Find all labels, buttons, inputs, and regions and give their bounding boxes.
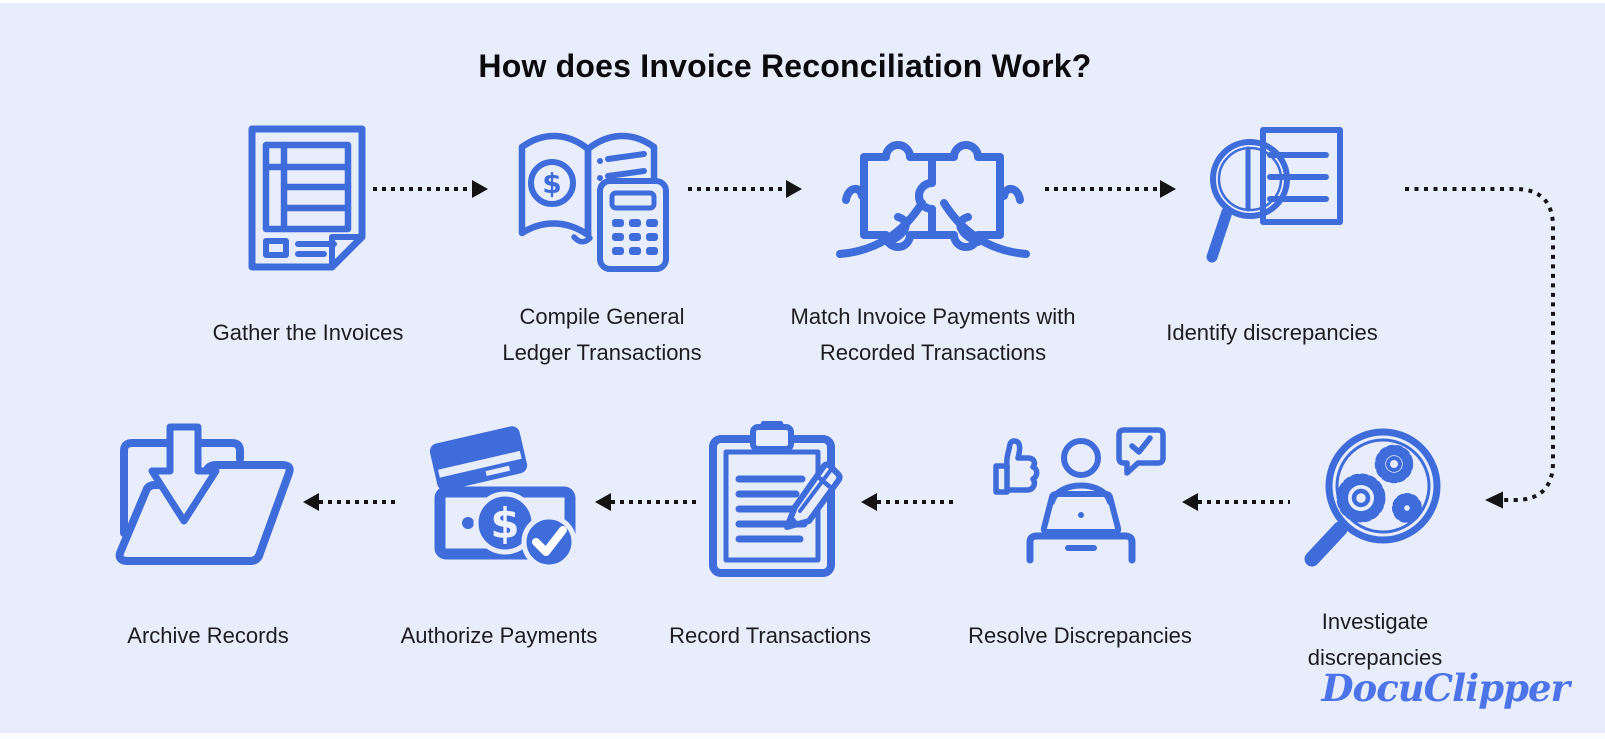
puzzle-pieces-icon: [828, 123, 1040, 270]
ledger-calculator-icon: $: [512, 121, 670, 273]
download-arrow-icon: [148, 423, 220, 525]
step-label-resolve-discrepancies: Resolve Discrepancies: [968, 623, 1192, 648]
step-label-archive-records: Archive Records: [127, 623, 289, 648]
gear-icon: [1336, 473, 1386, 523]
gear-icon: [1374, 444, 1414, 484]
check-badge-icon: [521, 514, 577, 570]
dollar-glyph: $: [490, 499, 519, 548]
page-title: How does Invoice Reconciliation Work?: [478, 48, 1092, 84]
clipboard-pencil-icon: [703, 421, 845, 579]
step-label-record-transactions: Record Transactions: [669, 623, 871, 648]
payment-check-icon: $: [418, 420, 582, 572]
archive-folder-icon: [112, 421, 302, 570]
invoice-icon: [242, 123, 372, 273]
arrow-left-icon: [861, 493, 956, 511]
step-label-authorize-payments: Authorize Payments: [400, 623, 598, 648]
curved-arrow-icon: [1405, 187, 1555, 509]
page-edge-top: [0, 0, 1605, 3]
arrow-right-icon: [373, 180, 488, 198]
credit-card-icon: [429, 426, 528, 491]
brand-logo: DocuClipper: [1321, 666, 1570, 710]
arrow-right-icon: [688, 180, 802, 198]
thumbs-up-icon: [993, 438, 1040, 495]
step-label-gather-invoices: Gather the Invoices: [212, 320, 404, 345]
step-label-identify-discrepancies: Identify discrepancies: [1166, 320, 1378, 345]
speech-bubble-check-icon: [1116, 427, 1166, 476]
gear-icon: [1392, 493, 1422, 523]
magnifier-document-icon: [1203, 122, 1348, 275]
magnifier-gears-icon: [1297, 426, 1447, 574]
dollar-glyph: $: [542, 167, 561, 200]
page-edge-bottom: [0, 733, 1605, 739]
person-laptop-icon: [986, 418, 1172, 576]
arrow-left-icon: [595, 493, 701, 511]
arrow-left-icon: [303, 493, 396, 511]
pencil-icon: [784, 461, 843, 530]
arrow-left-icon: [1182, 493, 1290, 511]
arrow-right-icon: [1045, 180, 1176, 198]
